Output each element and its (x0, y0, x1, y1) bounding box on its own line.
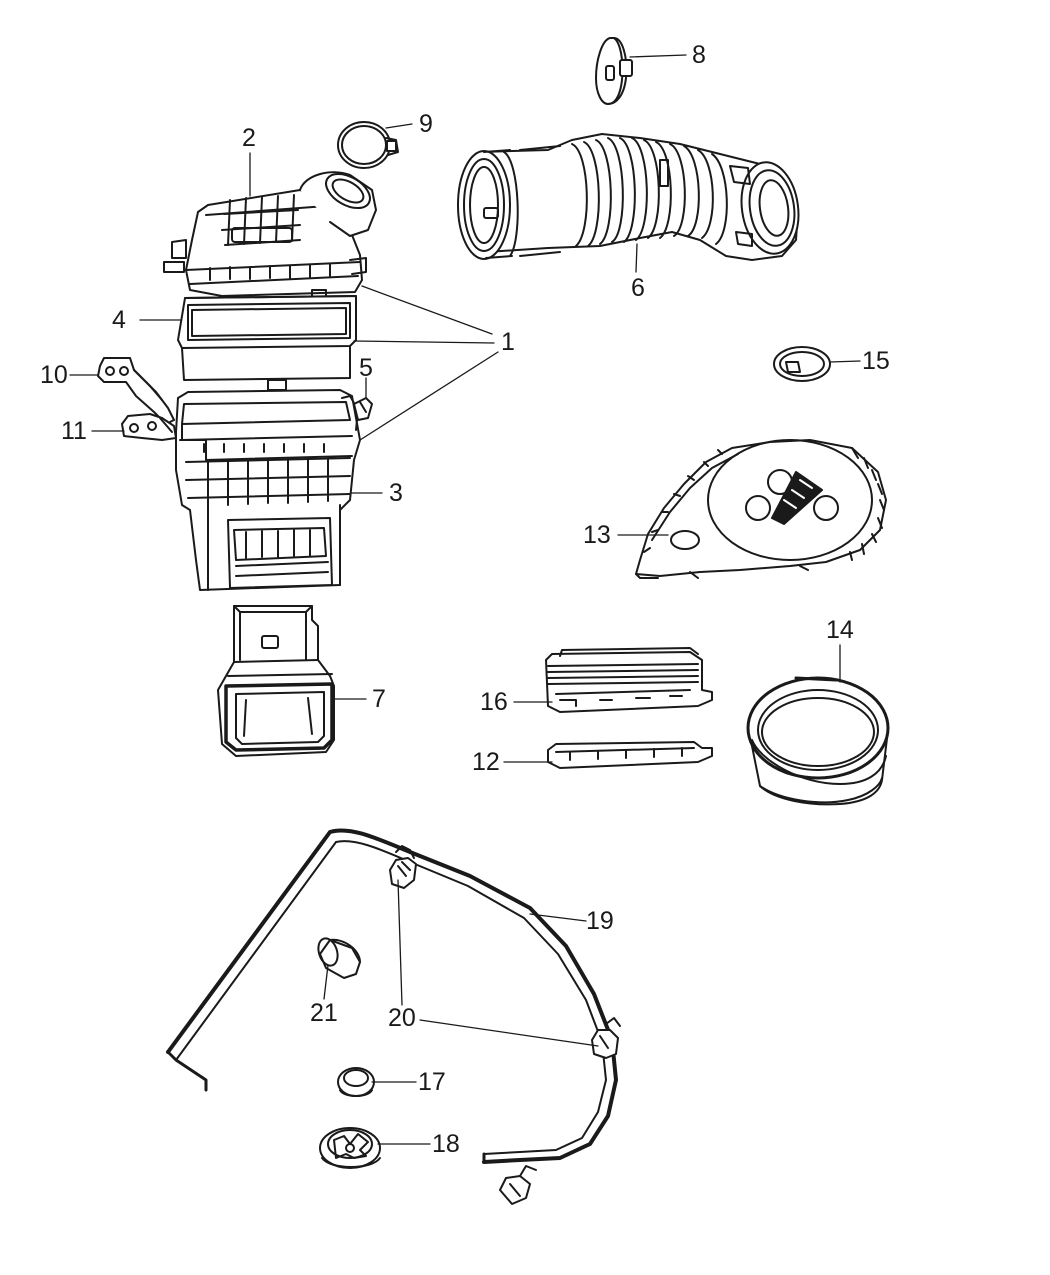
bushing-icon (315, 936, 360, 978)
callout-16: 16 (480, 688, 508, 716)
clip-icon (500, 1166, 536, 1204)
air-filter-element-icon (178, 290, 356, 380)
callout-17: 17 (418, 1068, 446, 1096)
callout-20: 20 (388, 1004, 416, 1032)
callout-4: 4 (112, 306, 126, 334)
callout-9: 9 (419, 110, 433, 138)
callout-18: 18 (432, 1130, 460, 1158)
hose-clamp-icon (338, 122, 398, 168)
callout-3: 3 (389, 479, 403, 507)
mounting-bracket-icon (98, 358, 174, 424)
callout-2: 2 (242, 124, 256, 152)
grommet-icon (320, 1128, 380, 1168)
clip-icon (390, 846, 416, 888)
callout-6: 6 (631, 274, 645, 302)
air-box-cover-icon (164, 167, 376, 296)
callout-13: 13 (583, 521, 611, 549)
callout-14: 14 (826, 616, 854, 644)
baffle-plate-icon (636, 440, 886, 578)
callout-1: 1 (501, 328, 515, 356)
callout-15: 15 (862, 347, 890, 375)
clip-icon (354, 398, 372, 420)
plug-icon (774, 347, 830, 381)
grommet-icon (338, 1068, 374, 1096)
leader-lines (69, 54, 861, 1145)
callout-10: 10 (40, 361, 68, 389)
callout-5: 5 (359, 354, 373, 382)
seal-strip-icon (548, 742, 712, 768)
callout-21: 21 (310, 999, 338, 1027)
mounting-bracket-icon (122, 414, 176, 440)
air-inlet-duct-icon (218, 606, 334, 756)
clip-icon (592, 1018, 620, 1058)
callout-8: 8 (692, 41, 706, 69)
hose-clamp-icon (596, 38, 632, 104)
seal-ring-icon (748, 678, 888, 804)
intake-hose-icon (458, 134, 804, 260)
callout-12: 12 (472, 748, 500, 776)
callout-19: 19 (586, 907, 614, 935)
callout-7: 7 (372, 685, 386, 713)
seal-strip-icon (546, 648, 712, 712)
air-box-housing-icon (176, 380, 360, 590)
callout-11: 11 (61, 417, 87, 445)
